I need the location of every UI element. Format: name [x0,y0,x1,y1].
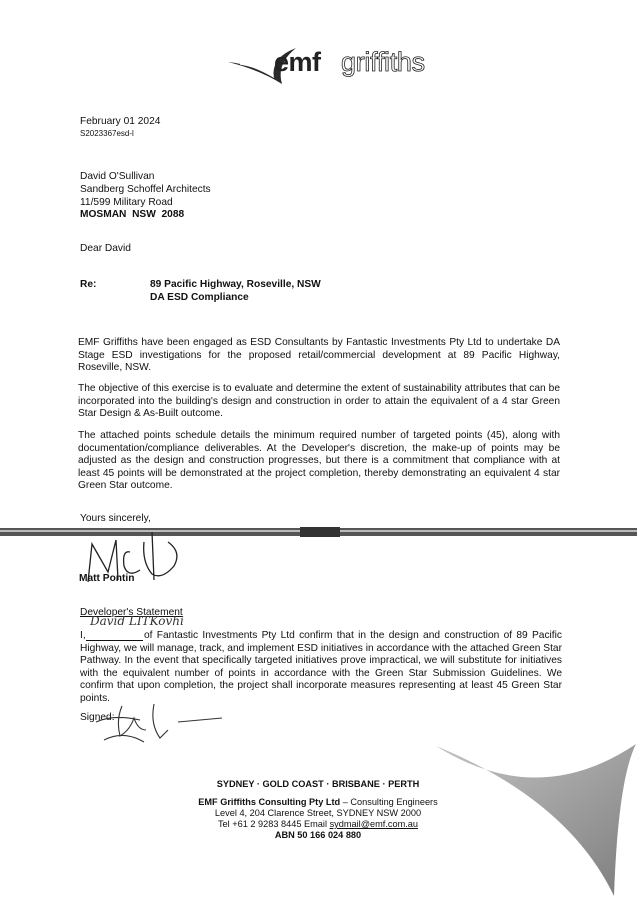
footer-address: Level 4, 204 Clarence Street, SYDNEY NSW… [214,808,422,818]
scan-artifact-band [0,527,637,537]
re-subject-line2: DA ESD Compliance [150,292,249,303]
handwritten-developer-name: David LITKovhi [90,614,184,628]
recipient-company: Sandberg Schoffel Architects [80,184,211,195]
decorative-sail-graphic [436,744,636,896]
signature-matt-pontin [87,531,178,583]
logo-text-emf: emf [274,47,321,77]
developer-statement-text: of Fantastic Investments Pty Ltd confirm… [80,630,562,704]
recipient-street: 11/599 Military Road [80,197,173,208]
paragraph-points-schedule: The attached points schedule details the… [78,430,560,492]
footer-email-link[interactable]: sydmail@emf.com.au [329,819,419,829]
statement-prefix: I, [80,630,86,641]
recipient-name: David O'Sullivan [80,171,155,182]
closing: Yours sincerely, [80,513,151,524]
logo-text-griffiths: griffiths [341,47,426,78]
name-underline [86,640,143,641]
salutation: Dear David [80,243,131,254]
re-label: Re: [80,279,97,290]
footer-tel: Tel +61 2 9283 8445 Email [217,819,330,829]
emf-logo-swoosh [228,48,296,84]
recipient-city: MOSMAN NSW 2088 [80,209,185,220]
reference-number: S2023367esd-l [80,129,134,138]
letter-date: February 01 2024 [80,116,161,127]
developer-statement-heading: Developer's Statement [80,607,183,618]
paragraph-objective: The objective of this exercise is to eva… [78,383,560,420]
footer-contact: Tel +61 2 9283 8445 Email sydmail@emf.co… [150,819,486,830]
re-subject-line1: 89 Pacific Highway, Roseville, NSW [150,279,321,290]
footer-company-name: EMF Griffiths Consulting Pty Ltd [198,797,341,807]
signatory-name: Matt Pontin [79,573,135,584]
footer-company: EMF Griffiths Consulting Pty Ltd – Consu… [150,797,486,808]
paragraph-engagement: EMF Griffiths have been engaged as ESD C… [78,337,560,374]
footer-abn: ABN 50 166 024 880 [274,830,362,840]
signature-developer [95,703,223,743]
footer-company-suffix: – Consulting Engineers [340,797,438,807]
footer-cities: SYDNEY · GOLD COAST · BRISBANE · PERTH [216,779,420,789]
signed-label: Signed: [80,712,115,723]
